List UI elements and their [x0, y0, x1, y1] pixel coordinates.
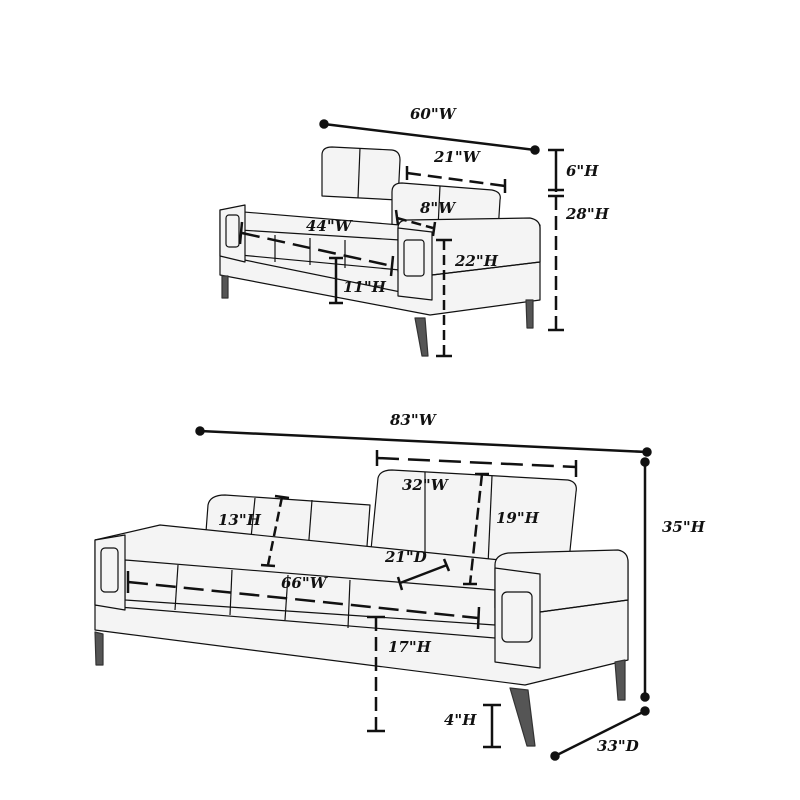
- loveseat-seat-width-label: 44"W: [306, 217, 352, 235]
- sofa-headrest-height-label: 19"H: [496, 509, 539, 527]
- sofa-headrest-width-label: 32"W: [402, 476, 448, 494]
- sofa-back-height-label: 13"H: [218, 511, 261, 529]
- loveseat-headrest-width-label: 21"W: [434, 148, 480, 166]
- loveseat-headrest-height-label: 6"H: [566, 162, 599, 180]
- loveseat-seat-height-label: 11"H: [343, 278, 386, 296]
- sofa-drawing: [94, 469, 629, 747]
- loveseat-arm-height-label: 22"H: [455, 252, 498, 270]
- loveseat-overall-width-label: 60"W: [410, 105, 456, 123]
- sofa-leg-height-label: 4"H: [444, 711, 477, 729]
- dimension-lines: [126, 119, 652, 761]
- sofa-overall-depth-label: 33"D: [597, 737, 639, 755]
- sofa-seat-depth-label: 21"D: [385, 548, 427, 566]
- sofa-seat-height-label: 17"H: [388, 638, 431, 656]
- loveseat-overall-height-label: 28"H: [566, 205, 609, 223]
- loveseat-headrest-depth-label: 8"W: [420, 199, 456, 217]
- sofa-overall-height-label: 35"H: [662, 518, 705, 536]
- sofa-seat-width-label: 66"W: [281, 574, 327, 592]
- sofa-overall-width-label: 83"W: [390, 411, 436, 429]
